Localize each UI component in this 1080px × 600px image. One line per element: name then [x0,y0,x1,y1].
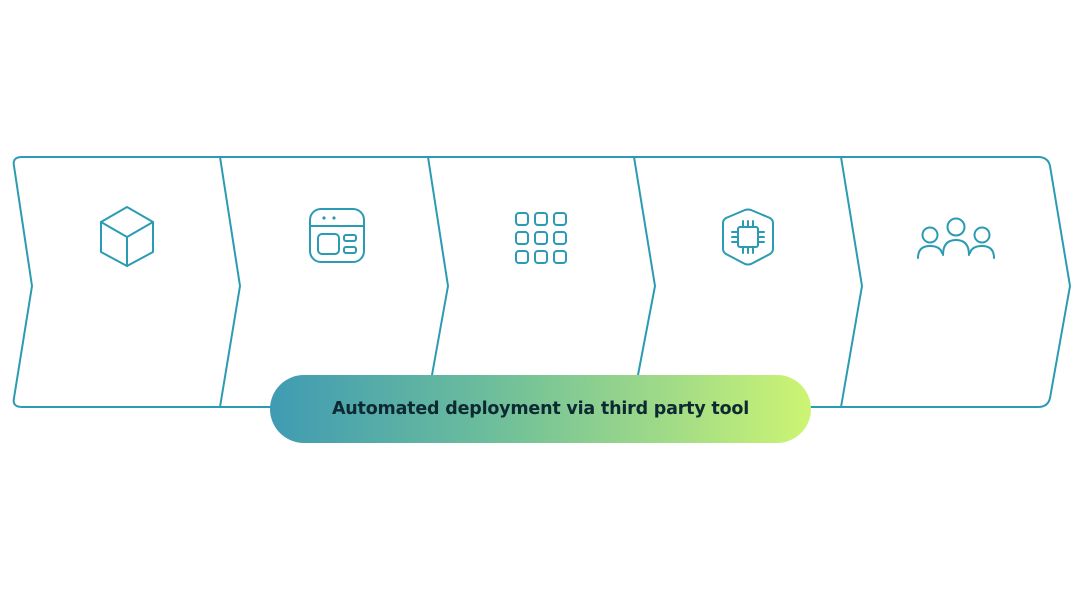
deployment-banner-label: Automated deployment via third party too… [331,399,750,419]
cube-icon [100,206,154,267]
deployment-banner: Automated deployment via third party too… [270,375,811,443]
chevron-divider-2 [427,156,449,376]
chevron-divider-4 [840,156,863,408]
users-group-icon [917,217,995,259]
app-grid-icon [515,212,567,264]
process-outline [12,156,1071,408]
chip-hexagon-icon [722,208,774,266]
app-window-icon [309,208,365,263]
chevron-divider-1 [219,156,241,408]
chevron-divider-3 [633,156,656,376]
